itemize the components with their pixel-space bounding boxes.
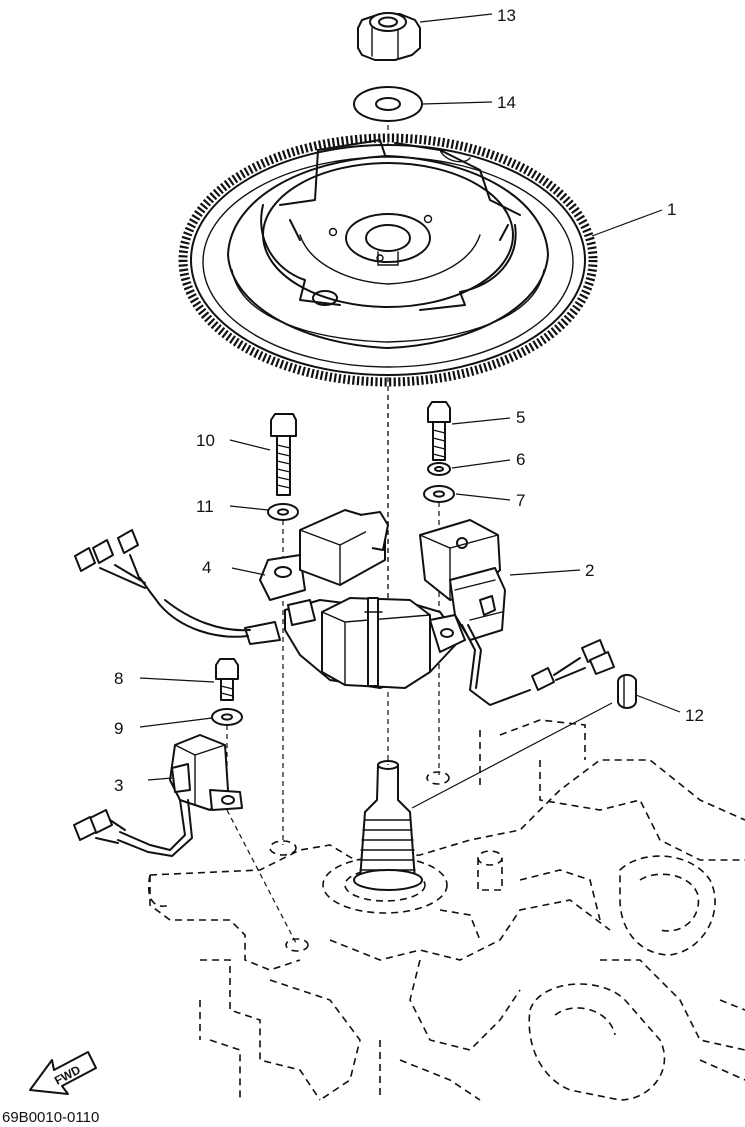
label-part-8: 8 [114, 669, 123, 688]
label-part-11: 11 [196, 497, 214, 516]
label-part-14: 14 [497, 93, 516, 112]
label-part-5: 5 [516, 408, 525, 427]
stator-charge-coil [244, 509, 466, 689]
flywheel-magneto [178, 133, 598, 387]
bolt-part-8 [215, 658, 239, 701]
washer-part-6 [427, 462, 451, 476]
label-part-3: 3 [114, 776, 123, 795]
washer-part-11 [267, 503, 299, 521]
label-part-10: 10 [196, 431, 215, 450]
flywheel-nut [357, 12, 421, 61]
label-part-9: 9 [114, 719, 123, 738]
label-part-6: 6 [516, 450, 525, 469]
label-part-12: 12 [685, 706, 704, 725]
engine-block-outline [148, 719, 745, 1101]
leader-lines [139, 13, 681, 781]
ignition-coil [73, 734, 243, 857]
part-number-labels: 13 14 1 5 10 6 7 11 4 2 8 12 9 3 [114, 6, 704, 795]
washer-part-9 [211, 708, 243, 726]
flywheel-washer [353, 86, 423, 122]
drawing-reference-code: 69B0010-0110 [2, 1109, 99, 1126]
crankshaft [353, 760, 423, 891]
bolt-part-10 [270, 413, 297, 496]
washer-part-7 [423, 485, 455, 503]
label-part-4: 4 [202, 558, 211, 577]
label-part-2: 2 [585, 561, 594, 580]
pulser-coil [419, 519, 615, 706]
label-part-7: 7 [516, 491, 525, 510]
woodruff-key [411, 674, 637, 809]
forward-direction-arrow: FWD [29, 1051, 97, 1095]
label-part-13: 13 [497, 6, 516, 25]
stator-lead-wires [74, 529, 251, 638]
label-part-1: 1 [667, 200, 676, 219]
bolt-part-5 [427, 401, 451, 461]
